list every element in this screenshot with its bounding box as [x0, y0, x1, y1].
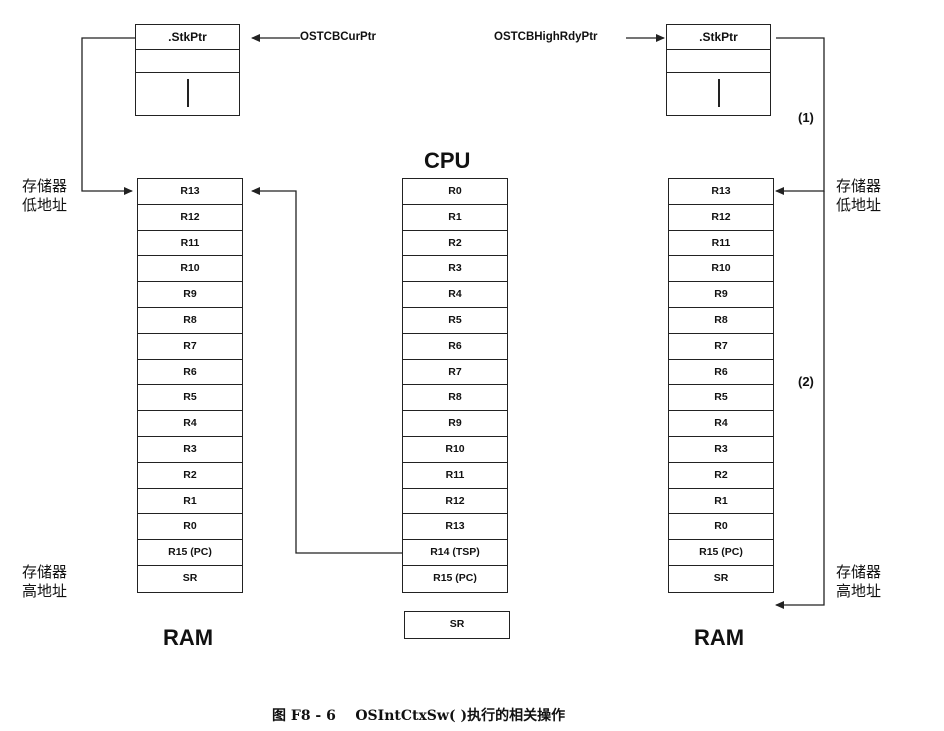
- stack-cell: R1: [138, 489, 242, 515]
- stack-cell: R6: [138, 360, 242, 386]
- cpu-register: R9: [403, 411, 507, 437]
- cpu-sr-register: SR: [404, 611, 510, 639]
- stack-cell: R11: [669, 231, 773, 257]
- cpu-register: R11: [403, 463, 507, 489]
- tcb-divider: [718, 79, 720, 107]
- stack-cell: R10: [669, 256, 773, 283]
- high-ready-tcb: .StkPtr: [666, 24, 771, 116]
- cpu-register: R12: [403, 489, 507, 515]
- stack-cell: R12: [138, 205, 242, 231]
- tsp-save-link: [251, 187, 402, 554]
- stack-cell: R1: [669, 489, 773, 515]
- stack-cell: R11: [138, 231, 242, 257]
- stack-cell: SR: [182, 571, 198, 584]
- cpu-title: CPU: [424, 148, 471, 173]
- stack-cell: R2: [669, 463, 773, 489]
- cpu-register: R7: [403, 360, 507, 386]
- left-stkptr-link: [81, 37, 135, 195]
- left-low-address-label: 存储器 低地址: [22, 177, 67, 215]
- label-line: 存储器: [836, 563, 882, 581]
- label-line: 高地址: [22, 582, 68, 600]
- stack-cell: R9: [669, 282, 773, 308]
- left-ram-label: RAM: [163, 625, 214, 650]
- stack-cell: R0: [669, 514, 773, 541]
- cpu-register: R15 (PC): [433, 571, 477, 584]
- cpu-register: R1: [403, 205, 507, 231]
- label-line: 高地址: [836, 582, 882, 600]
- stack-cell: R8: [138, 308, 242, 334]
- tcb-divider: [187, 79, 189, 107]
- right-stkptr-link: [775, 37, 825, 195]
- stack-cell: R3: [138, 437, 242, 463]
- left-high-address-label: 存储器 高地址: [22, 563, 67, 601]
- right-high-address-label: 存储器 高地址: [836, 563, 881, 601]
- current-task-stack: R13 R12 R11 R10 R9 R8 R7 R6 R5 R4 R3 R2 …: [137, 178, 243, 593]
- step-2-label: (2): [798, 374, 814, 389]
- stack-cell: R5: [138, 385, 242, 412]
- right-ram-label: RAM: [694, 625, 745, 650]
- cpu-register: R4: [403, 282, 507, 308]
- label-line: 低地址: [836, 196, 882, 214]
- label-line: 存储器: [22, 563, 68, 581]
- stack-cell: R7: [669, 334, 773, 360]
- tcb-field: [136, 73, 239, 113]
- stack-cell: R15 (PC): [138, 540, 242, 566]
- stack-cell: R13: [138, 179, 242, 205]
- tcb-field: [136, 50, 239, 73]
- cur-ptr-label: OSTCBCurPtr: [300, 31, 377, 43]
- stack-cell: R15 (PC): [669, 540, 773, 566]
- stack-cell: R3: [669, 437, 773, 463]
- cpu-register: R2: [403, 231, 507, 257]
- cpu-register: R8: [403, 385, 507, 412]
- cpu-register: R0: [403, 179, 507, 205]
- high-rdy-ptr-label: OSTCBHighRdyPtr: [494, 31, 598, 43]
- tcb-field: [667, 50, 770, 73]
- figure-caption: 图 F8 - 6 OSIntCtxSw( )执行的相关操作: [272, 708, 566, 724]
- step2-link: [775, 191, 825, 609]
- stack-cell: SR: [713, 571, 729, 584]
- label-line: 低地址: [22, 196, 68, 214]
- cpu-register: R13: [403, 514, 507, 541]
- stack-cell: R4: [669, 411, 773, 437]
- stack-cell: R13: [669, 179, 773, 205]
- tcb-stkptr-field: .StkPtr: [667, 25, 770, 50]
- cpu-register: R14 (TSP): [403, 540, 507, 566]
- cpu-register: R3: [403, 256, 507, 283]
- cpu-registers: R0 R1 R2 R3 R4 R5 R6 R7 R8 R9 R10 R11 R1…: [402, 178, 508, 593]
- label-line: 存储器: [22, 177, 68, 195]
- stack-cell: R12: [669, 205, 773, 231]
- stack-cell: R4: [138, 411, 242, 437]
- step-1-label: (1): [798, 110, 814, 125]
- tcb-stkptr-field: .StkPtr: [136, 25, 239, 50]
- stack-cell: R6: [669, 360, 773, 386]
- label-line: 存储器: [836, 177, 882, 195]
- stack-cell: R8: [669, 308, 773, 334]
- cpu-register: R6: [403, 334, 507, 360]
- stack-cell: R7: [138, 334, 242, 360]
- tcb-field: [667, 73, 770, 113]
- stack-cell: R2: [138, 463, 242, 489]
- cpu-register: R5: [403, 308, 507, 334]
- cpu-register: SR: [449, 618, 465, 630]
- right-low-address-label: 存储器 低地址: [836, 177, 881, 215]
- stack-cell: R9: [138, 282, 242, 308]
- current-tcb: .StkPtr: [135, 24, 240, 116]
- stack-cell: R10: [138, 256, 242, 283]
- high-ready-task-stack: R13 R12 R11 R10 R9 R8 R7 R6 R5 R4 R3 R2 …: [668, 178, 774, 593]
- cpu-register: R10: [403, 437, 507, 463]
- stack-cell: R0: [138, 514, 242, 541]
- stack-cell: R5: [669, 385, 773, 412]
